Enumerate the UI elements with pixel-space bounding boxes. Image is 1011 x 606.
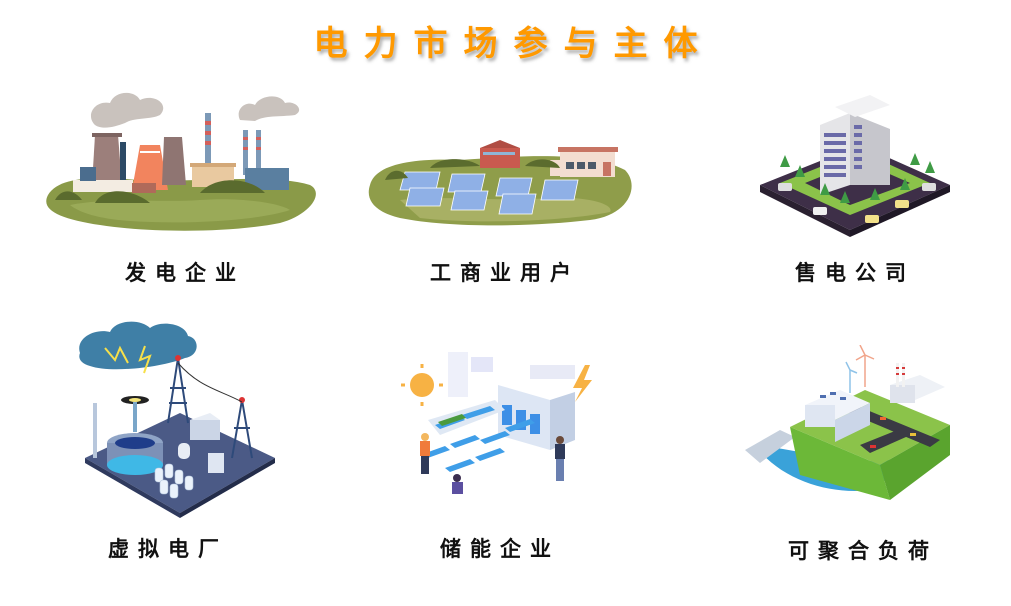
participant-card-energy-storage: 储能企业 [400, 340, 610, 561]
participant-label: 储能企业 [440, 537, 560, 561]
page-title: 电力市场参与主体 [313, 24, 714, 64]
virtual-power-plant-illustration-icon [79, 321, 275, 518]
participant-label: 售电公司 [795, 261, 915, 285]
participant-card-retail-electricity: 售电公司 [750, 85, 960, 285]
power-plant-illustration-icon [46, 92, 316, 231]
participant-card-power-generation: 发电企业 [40, 85, 320, 285]
participant-card-virtual-power-plant: 虚拟电厂 [60, 318, 300, 561]
participant-label: 可聚合负荷 [788, 539, 938, 563]
participant-label: 虚拟电厂 [108, 537, 228, 561]
participant-label: 发电企业 [125, 261, 245, 285]
participant-label: 工商业用户 [430, 261, 580, 285]
aggregated-load-illustration-icon [745, 345, 950, 500]
participant-card-aggregated-load: 可聚合负荷 [740, 345, 960, 563]
office-building-illustration-icon [760, 95, 950, 237]
energy-storage-illustration-icon [401, 352, 592, 494]
participant-card-industrial-commercial: 工商业用户 [360, 130, 640, 285]
solar-farm-factory-illustration-icon [368, 140, 632, 226]
